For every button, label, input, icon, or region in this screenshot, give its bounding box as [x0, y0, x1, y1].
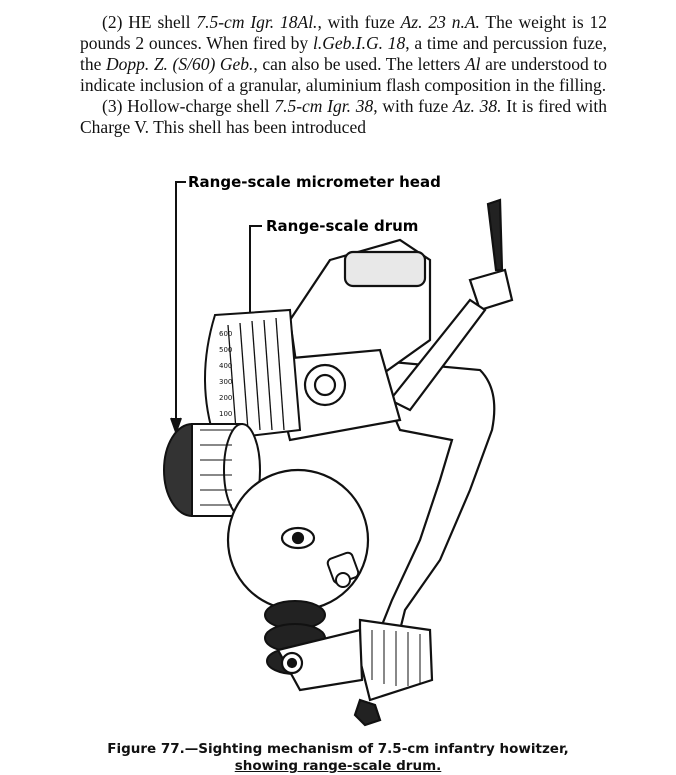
p2-text: The weight is 12 pounds 2 ounces. When f… [80, 12, 607, 53]
bottom-mount [276, 618, 434, 727]
p2-text: , a time and percussion fuze, the [80, 33, 607, 74]
pointer-blade [486, 198, 504, 272]
figure-caption: Figure 77.—Sighting mechanism of 7.5-cm … [0, 741, 676, 775]
figure-sighting-mechanism: Range-scale micrometer head Range-scale … [0, 160, 676, 740]
center-hole [313, 373, 337, 397]
p2-shell-designation: 7.5-cm Igr. 18Al. [196, 12, 318, 32]
p2-text: , can also be used. The letters [253, 54, 465, 74]
scale-mark: 200 [219, 394, 232, 402]
p2-gun-designation: l.Geb.I.G. 18 [312, 33, 406, 53]
body-text: (2) HE shell 7.5-cm Igr. 18Al., with fuz… [80, 12, 607, 138]
p3-text: (3) Hollow-charge shell [102, 96, 275, 116]
range-scale-micrometer-head [163, 423, 261, 517]
p2-letters: Al [464, 54, 481, 74]
scale-mark: 500 [219, 346, 232, 354]
top-block [343, 250, 427, 288]
callout-label-drum: Range-scale drum [266, 217, 418, 235]
pointer-clamp [468, 268, 514, 312]
scale-mark: 600 [219, 330, 232, 338]
support-bracket [368, 358, 496, 632]
scale-numbers: 600 500 400 300 200 100 [219, 330, 232, 418]
sighting-mechanism-illustration: Range-scale micrometer head Range-scale … [163, 173, 514, 727]
scale-mark: 300 [219, 378, 232, 386]
callout-line-micrometer [175, 181, 186, 430]
p3-text: , with fuze [373, 96, 454, 116]
p2-fuze-name: Dopp. Z. (S/60) Geb. [105, 54, 254, 74]
p3-shell-designation: 7.5-cm Igr. 38 [274, 96, 374, 116]
caption-line-2: showing range-scale drum. [234, 758, 442, 774]
caption-line-1: Figure 77.—Sighting mechanism of 7.5-cm … [107, 741, 569, 757]
p3-fuze-designation: Az. 38. [453, 96, 502, 116]
p2-text: , with fuze [317, 12, 401, 32]
paragraph-2: (2) HE shell 7.5-cm Igr. 18Al., with fuz… [80, 12, 607, 96]
p2-fuze-designation: Az. 23 n.A. [400, 12, 480, 32]
p3-text: It is fired with Charge V. This shell ha… [80, 96, 607, 137]
elevation-disc [226, 468, 370, 612]
p2-text: (2) HE shell [102, 12, 197, 32]
adjusting-knob [326, 551, 360, 588]
scale-mark: 400 [219, 362, 232, 370]
linkage-arm [388, 298, 487, 412]
paragraph-3: (3) Hollow-charge shell 7.5-cm Igr. 38, … [80, 96, 607, 138]
scale-mark: 100 [219, 410, 232, 418]
callout-label-micrometer: Range-scale micrometer head [188, 173, 441, 191]
p2-text: are understood to indicate inclusion of … [80, 54, 607, 95]
